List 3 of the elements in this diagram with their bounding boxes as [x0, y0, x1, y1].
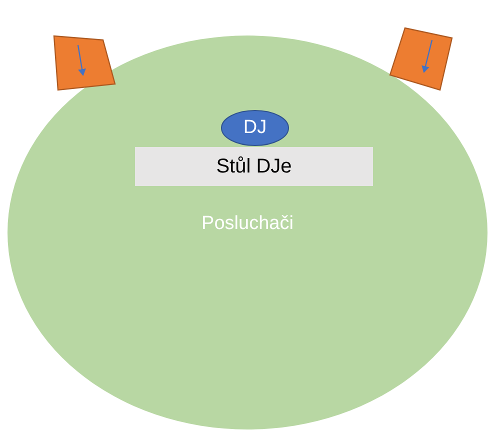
table-label: Stůl DJe — [216, 155, 292, 178]
area-label: Posluchači — [202, 213, 294, 235]
dj-label: DJ — [243, 117, 267, 139]
